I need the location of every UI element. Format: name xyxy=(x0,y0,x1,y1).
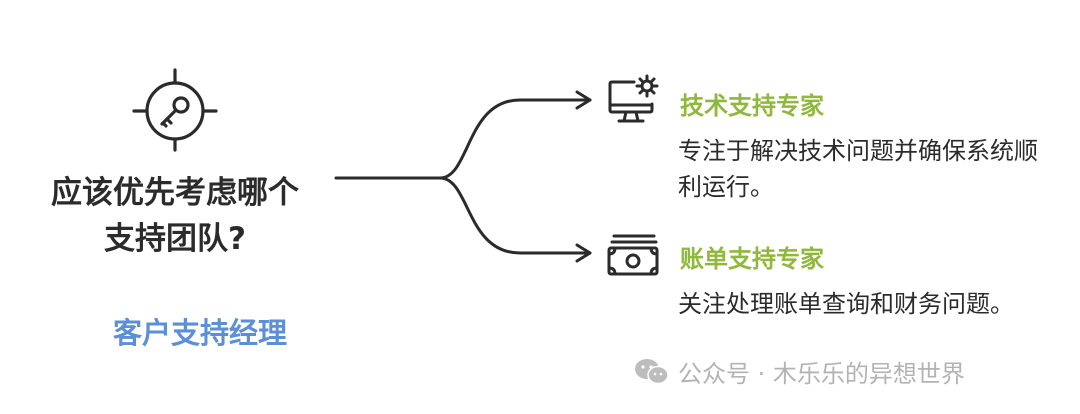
option-billing-description: 关注处理账单查询和财务问题。 xyxy=(678,290,1014,318)
watermark-text: 公众号 · 木乐乐的异想世界 xyxy=(678,359,965,388)
computer-gear-icon xyxy=(608,74,659,123)
target-key-icon xyxy=(132,68,218,152)
option-tech-description: 专注于解决技术问题并确保系统顺利运行。 xyxy=(678,137,1038,201)
cash-icon xyxy=(607,234,659,276)
watermark: 公众号 · 木乐乐的异想世界 xyxy=(632,354,965,388)
question-line-1: 应该优先考虑哪个 xyxy=(51,175,299,211)
connector-branch-bottom xyxy=(438,176,592,255)
question-line-2: 支持团队? xyxy=(104,221,246,257)
wechat-icon xyxy=(635,359,669,385)
option-tech-title: 技术支持专家 xyxy=(680,92,824,120)
manager-label: 客户支持经理 xyxy=(112,316,287,350)
arrowhead-top xyxy=(575,90,592,110)
connector-branch-top xyxy=(438,98,592,180)
question-text: 应该优先考虑哪个 支持团队? xyxy=(25,170,325,262)
option-billing-title: 账单支持专家 xyxy=(680,245,824,273)
arrowhead-bottom xyxy=(575,243,592,263)
